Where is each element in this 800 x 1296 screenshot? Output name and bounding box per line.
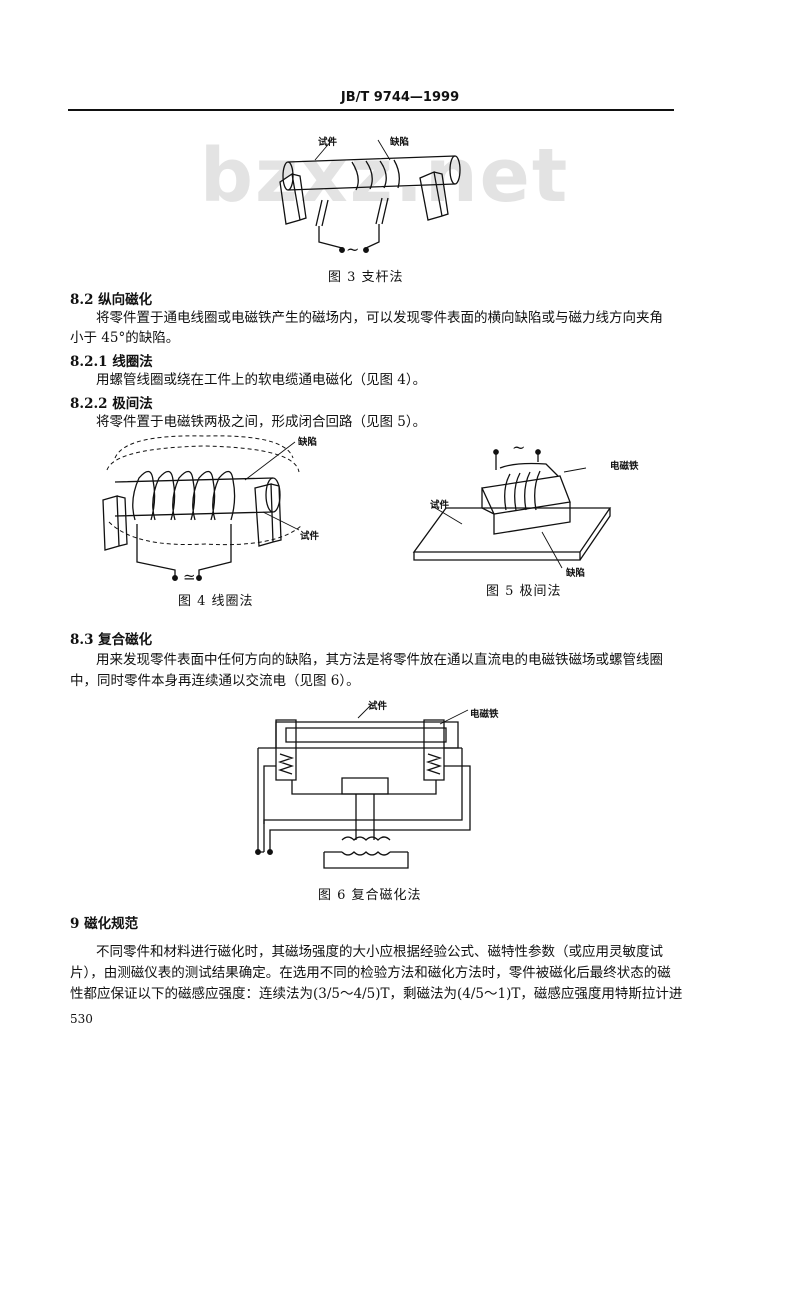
figure-6-caption: 图 6 复合磁化法 [318,888,422,903]
figure-4-ac-symbol: ≃ [183,568,196,586]
figure-5-label-defect: 缺陷 [566,568,586,579]
section-9-para-line3: 性都应保证以下的磁感应强度：连续法为(3/5～4/5)T，剩磁法为(4/5～1)… [70,986,683,1002]
figure-6-label-specimen: 试件 [368,701,388,712]
section-8-2-1-para: 用螺管线圈或绕在工件上的软电缆通电磁化（见图 4）。 [96,372,427,388]
figure-5-caption: 图 5 极间法 [486,584,562,599]
section-8-2-1-heading: 8.2.1 线圈法 [70,354,153,370]
figure-3-label-defect: 缺陷 [390,137,410,148]
figure-6-diagram [255,703,471,869]
section-9-para-line1: 不同零件和材料进行磁化时，其磁场强度的大小应根据经验公式、磁特性参数（或应用灵敏… [96,944,663,960]
figure-5-label-specimen: 试件 [430,500,450,511]
section-8-2-2-heading: 8.2.2 极间法 [70,396,153,412]
figure-3-ac-symbol: ~ [346,240,360,259]
standard-header: JB/T 9744—1999 [340,90,460,105]
section-8-2-para-line1: 将零件置于通电线圈或电磁铁产生的磁场内，可以发现零件表面的横向缺陷或与磁力线方向… [96,310,663,326]
figure-4-diagram [102,435,302,581]
figure-5-diagram [412,449,612,569]
section-8-2-heading: 8.2 纵向磁化 [70,292,153,308]
section-8-2-2-para: 将零件置于电磁铁两极之间，形成闭合回路（见图 5）。 [96,414,427,430]
figure-6-label-electromagnet: 电磁铁 [470,709,499,720]
section-9-heading: 9 磁化规范 [70,916,139,932]
section-8-3-heading: 8.3 复合磁化 [70,632,153,648]
page-number: 530 [70,1012,93,1026]
figure-4-caption: 图 4 线圈法 [178,594,254,609]
figure-4-label-defect: 缺陷 [298,437,318,448]
section-8-3-para-line2: 中，同时零件本身再连续通以交流电（见图 6）。 [70,673,360,689]
section-9-para-line2: 片），由测磁仪表的测试结果确定。在选用不同的检验方法和磁化方法时，零件被磁化后最… [70,965,671,981]
figure-3-diagram [279,139,461,253]
figure-4-label-specimen: 试件 [300,531,320,542]
figure-3-caption: 图 3 支杆法 [328,270,404,285]
watermark: bzxz.net [200,133,570,219]
section-8-3-para-line1: 用来发现零件表面中任何方向的缺陷，其方法是将零件放在通以直流电的电磁铁磁场或螺管… [96,652,663,668]
figure-5-label-electromagnet: 电磁铁 [610,461,639,472]
figure-5-ac-symbol: ~ [512,438,526,457]
header-rule [68,109,674,111]
section-8-2-para-line2: 小于 45°的缺陷。 [70,330,180,346]
figure-3-label-specimen: 试件 [318,137,338,148]
